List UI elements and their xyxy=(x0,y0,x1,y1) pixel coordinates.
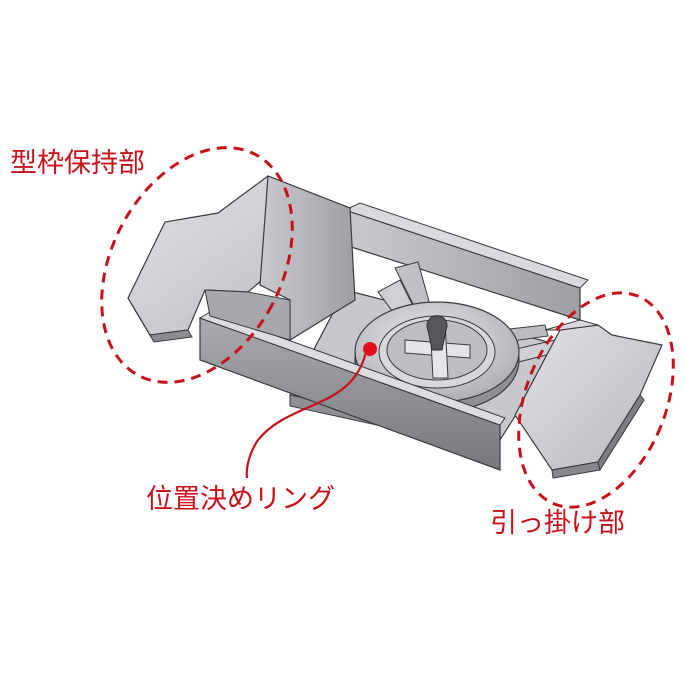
callout-ellipses xyxy=(100,146,675,509)
hook-callout-ellipse xyxy=(517,291,675,509)
front-wall xyxy=(198,311,506,471)
hook-part-label: 引っ掛け部 xyxy=(490,508,625,539)
positioning-ring-label: 位置決めリング xyxy=(146,484,335,515)
formwork-holder-callout-ellipse xyxy=(100,146,294,384)
formwork-holder-label: 型枠保持部 xyxy=(10,148,145,179)
ring-leader-dot xyxy=(363,342,377,356)
formwork-holder-part xyxy=(127,175,356,343)
hook-part xyxy=(514,319,663,479)
positioning-ring xyxy=(354,301,520,413)
ring-leader xyxy=(245,342,377,479)
